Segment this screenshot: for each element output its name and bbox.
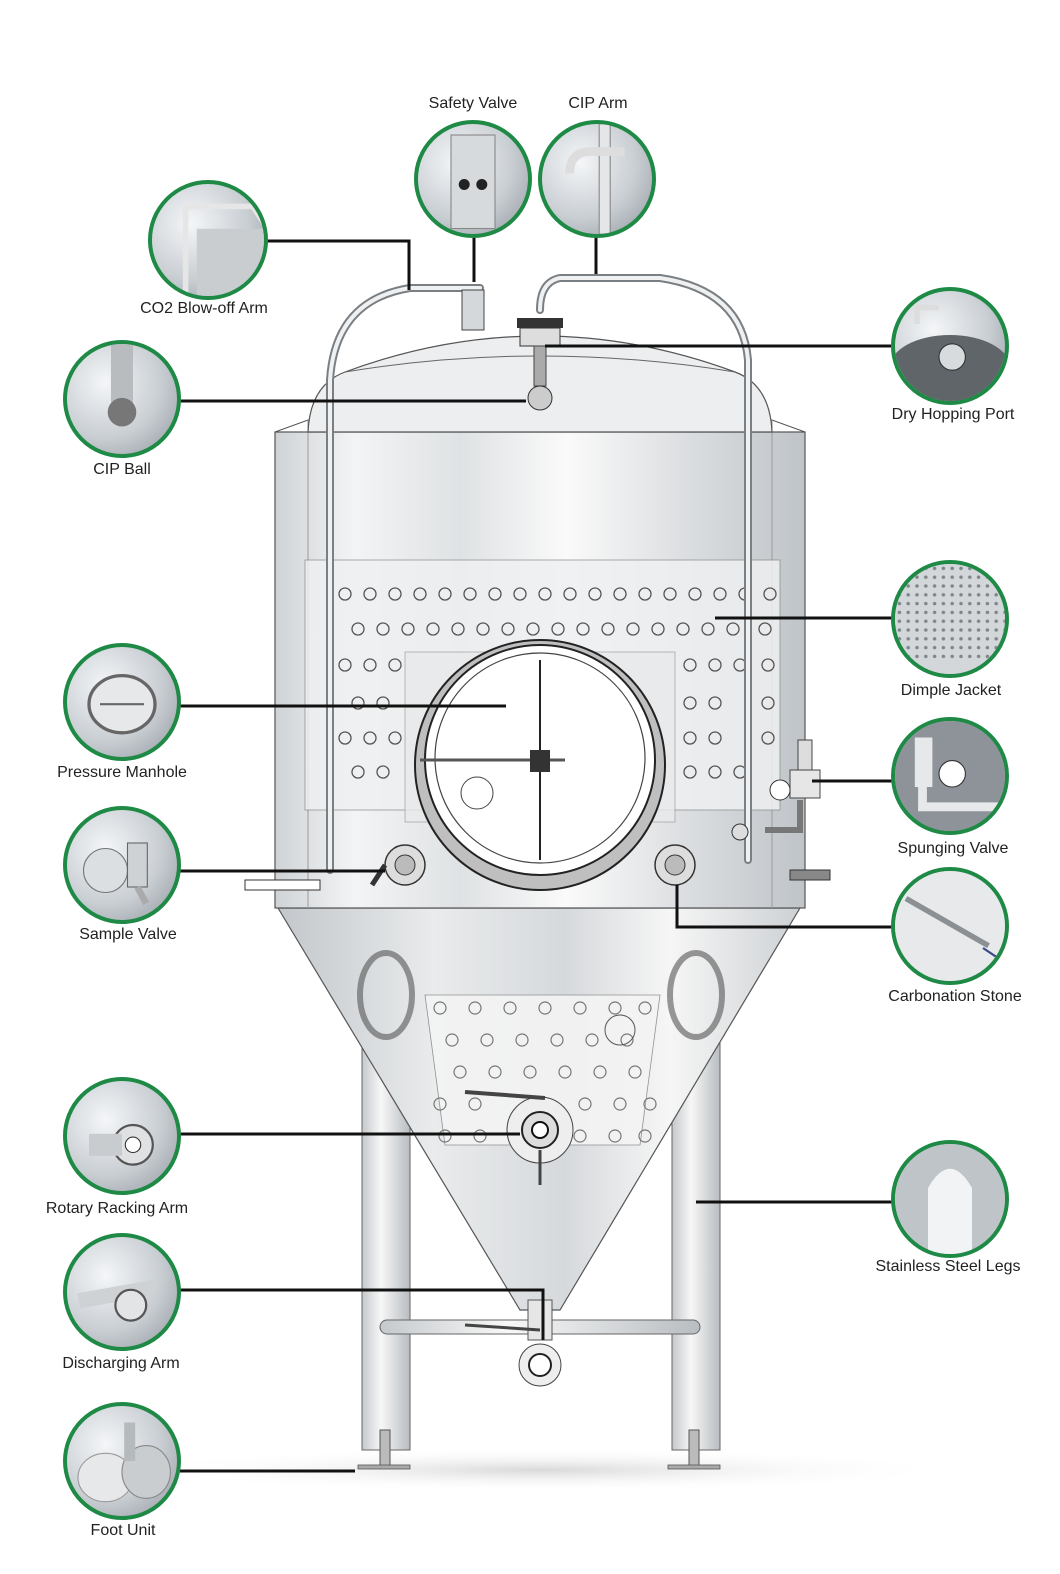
sample-valve-photo <box>63 806 181 924</box>
label-rotary-racking-arm: Rotary Racking Arm <box>45 1200 189 1217</box>
leader-lines <box>180 236 892 1473</box>
dimple-jacket-pattern <box>338 587 777 779</box>
foot-unit-photo <box>63 1402 181 1520</box>
label-cip-ball: CIP Ball <box>93 461 151 478</box>
label-stainless-steel-legs: Stainless Steel Legs <box>875 1258 1021 1275</box>
rotary-racking-arm-photo <box>63 1077 181 1195</box>
label-foot-unit: Foot Unit <box>90 1522 156 1539</box>
top-fittings <box>461 289 563 411</box>
discharging-arm-photo <box>63 1233 181 1351</box>
cone-dimples <box>433 1001 657 1143</box>
floor-shadow <box>120 1448 960 1492</box>
manhole <box>414 639 666 891</box>
label-dimple-jacket: Dimple Jacket <box>900 682 1002 699</box>
label-discharging-arm: Discharging Arm <box>62 1355 180 1372</box>
safety-valve-photo <box>414 120 532 238</box>
cip-ball-photo <box>63 340 181 458</box>
label-co2-blow-off-arm: CO2 Blow-off Arm <box>140 300 268 317</box>
stainless-steel-legs-photo <box>891 1140 1009 1258</box>
label-dry-hopping-port: Dry Hopping Port <box>891 406 1015 423</box>
racking-valve <box>464 1090 574 1185</box>
co2-blow-off-arm-photo <box>148 180 268 300</box>
lower-fittings <box>244 739 831 891</box>
label-safety-valve: Safety Valve <box>428 95 518 112</box>
discharge-valve <box>464 1299 562 1387</box>
label-spunging-valve: Spunging Valve <box>897 840 1009 857</box>
dimple-jacket-photo <box>891 560 1009 678</box>
pressure-manhole-photo <box>63 643 181 761</box>
label-pressure-manhole: Pressure Manhole <box>57 764 187 781</box>
label-cip-arm: CIP Arm <box>568 95 628 112</box>
cip-arm-photo <box>538 120 656 238</box>
spunging-valve-photo <box>891 717 1009 835</box>
dry-hopping-port-photo <box>891 287 1009 405</box>
label-sample-valve: Sample Valve <box>79 926 177 943</box>
carbonation-stone-photo <box>891 867 1009 985</box>
label-carbonation-stone: Carbonation Stone <box>888 988 1022 1005</box>
